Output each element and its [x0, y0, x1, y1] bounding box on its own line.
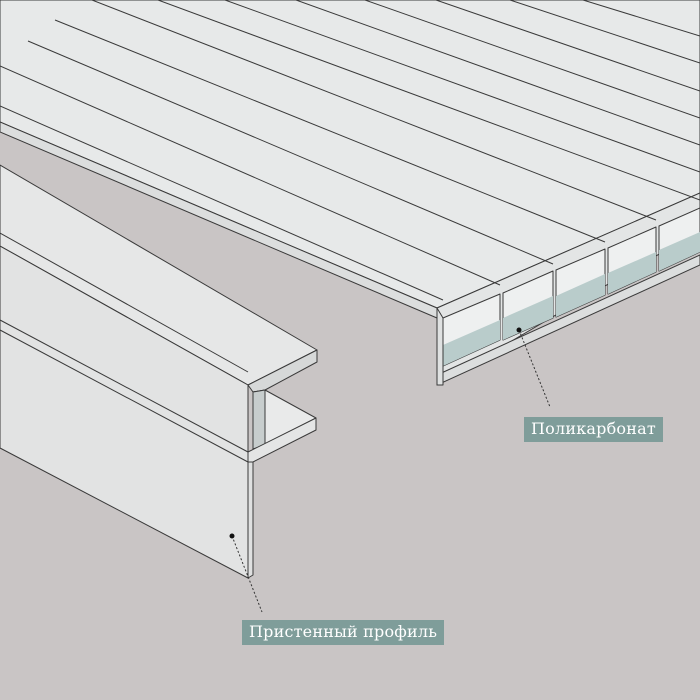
polycarbonate-label: Поликарбонат — [524, 417, 663, 442]
sheet-left-edge — [436, 307, 444, 386]
polycarbonate-sheet — [0, 0, 700, 386]
wall-profile-label: Пристенный профиль — [242, 620, 445, 645]
sheet-rib-line — [0, 65, 501, 286]
wall-profile-edge-line — [0, 319, 249, 453]
sheet-cell-shadow — [503, 296, 553, 340]
sheet-rib-line — [224, 0, 700, 173]
sheet-rib-line — [0, 105, 444, 301]
sheet-rib-line — [435, 0, 700, 92]
wall-profile — [0, 164, 318, 579]
leader-dot-polycarbonate — [516, 327, 522, 333]
sheet-cell-shadow — [556, 274, 605, 317]
wall-profile-lower-flange — [247, 417, 317, 463]
leader-dot-wall-profile — [229, 533, 235, 539]
sheet-ribs — [0, 0, 700, 301]
wall-profile-slot-shadow — [252, 389, 266, 450]
leader-line-polycarbonate — [518, 329, 551, 408]
sheet-cell-shadow — [443, 320, 500, 366]
sheet-cell-shadow — [659, 232, 700, 271]
sheet-rib-line — [364, 0, 700, 119]
leader-line-wall-profile — [231, 535, 263, 613]
leader-lines — [231, 329, 551, 613]
sheet-rib-line — [157, 0, 700, 201]
sheet-rib-line — [91, 0, 657, 221]
sheet-rib-line — [27, 40, 554, 265]
sheet-rib-line — [54, 19, 606, 243]
sheet-cells — [442, 207, 700, 367]
wall-profile-edge-line — [0, 232, 249, 373]
wall-profile-flange-shadow — [247, 349, 318, 393]
wall-profile-edge-line — [0, 329, 249, 463]
sheet-cell-shadow — [608, 252, 656, 294]
sheet-rib-line — [295, 0, 700, 146]
wall-profile-stem — [247, 461, 254, 579]
sheet-rib-line — [582, 0, 700, 37]
sheet-rib-line — [509, 0, 700, 64]
